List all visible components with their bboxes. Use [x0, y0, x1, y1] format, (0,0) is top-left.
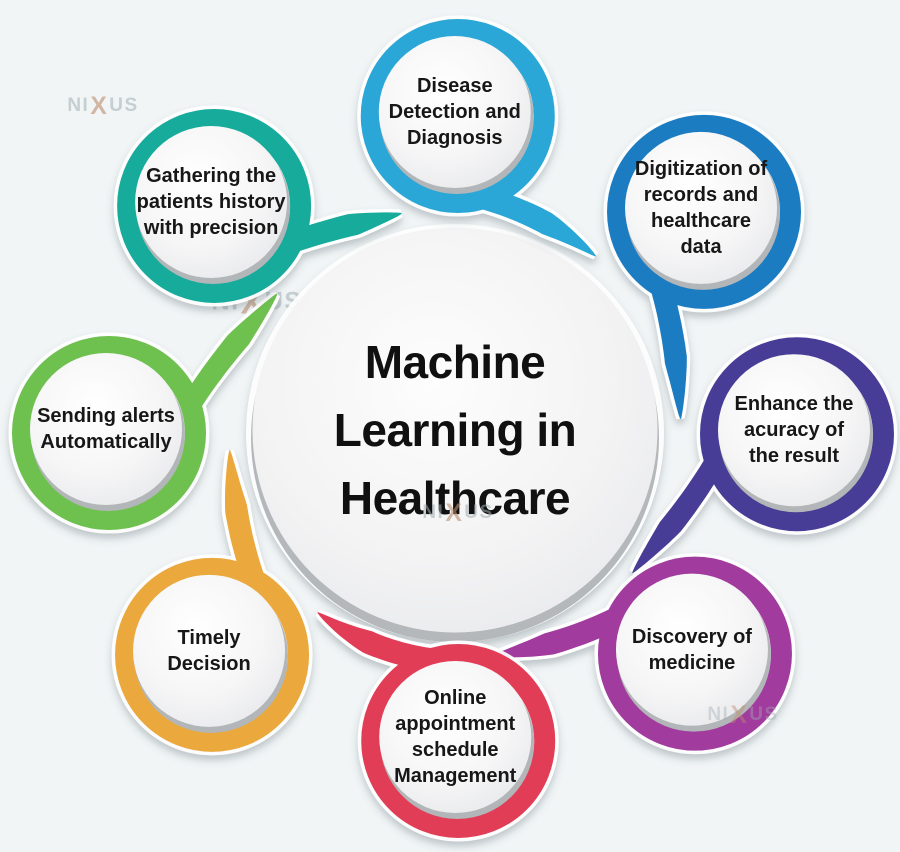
ring-tail [317, 612, 435, 672]
satellite-disease-detection [357, 15, 599, 260]
satellite-ring [117, 108, 312, 303]
watermark-x: X [445, 500, 464, 527]
watermark-text: US [109, 95, 139, 117]
ring-tail [283, 212, 402, 252]
satellite-ring [699, 337, 894, 532]
satellite-disc [378, 36, 531, 189]
satellite-disc [625, 131, 778, 284]
watermark-text: NI [707, 704, 730, 726]
satellite-label-enhance-accuracy: Enhance the acuracy of the result [734, 393, 854, 468]
watermark-text: US [749, 704, 779, 726]
satellite-ring [360, 19, 555, 214]
satellite-disc [615, 573, 768, 726]
satellite-enhance-accuracy [629, 333, 898, 576]
center-circle-face [252, 227, 658, 633]
ring-tail [632, 460, 727, 574]
satellite-discovery-medicine [491, 553, 796, 755]
watermark-x: X [90, 93, 109, 120]
ring-tail [651, 279, 687, 419]
watermark-text: NI [67, 95, 90, 117]
satellite-digitization-records [603, 111, 805, 420]
center-circle [246, 224, 664, 642]
satellite-ring [597, 556, 792, 751]
ring-tail [491, 608, 626, 658]
satellite-disc [379, 660, 532, 813]
satellite-disc [133, 574, 286, 727]
satellite-label-disease-detection: Disease Detection and Diagnosis [388, 75, 521, 149]
satellite-disc [135, 125, 288, 278]
satellite-disc [717, 354, 870, 507]
satellite-label-timely-decision: Timely Decision [167, 626, 251, 675]
satellite-ring [115, 557, 310, 752]
ring-tail [225, 450, 264, 588]
nixus-watermark: NIXUS [422, 500, 493, 528]
center-title: Machine Learning in Healthcare [333, 336, 577, 524]
watermark-text: NI [422, 502, 445, 524]
nixus-watermark: NIXUS [67, 93, 138, 121]
satellite-ring [607, 114, 802, 309]
satellite-label-digitization-records: Digitization of records and healthcare d… [634, 157, 768, 258]
satellite-label-gathering-history: Gathering the patients history with prec… [136, 164, 286, 239]
satellite-ring [12, 336, 206, 530]
ring-tail [179, 293, 278, 407]
satellite-timely-decision [111, 450, 313, 756]
satellite-ring [361, 643, 556, 838]
watermark-x: X [730, 702, 749, 729]
satellite-gathering-history [113, 105, 403, 307]
satellite-sending-alerts [8, 291, 281, 534]
nixus-watermark: NIXUS [707, 702, 778, 730]
ring-tail [480, 186, 596, 257]
satellite-disc [30, 353, 182, 505]
satellite-label-discovery-medicine: Discovery of medicine [631, 625, 752, 674]
satellite-label-sending-alerts: Sending alerts Automatically [37, 405, 175, 453]
watermark-text: US [464, 502, 494, 524]
satellite-label-online-appointment: Online appointment schedule Management [394, 686, 517, 787]
satellite-online-appointment [315, 609, 559, 842]
